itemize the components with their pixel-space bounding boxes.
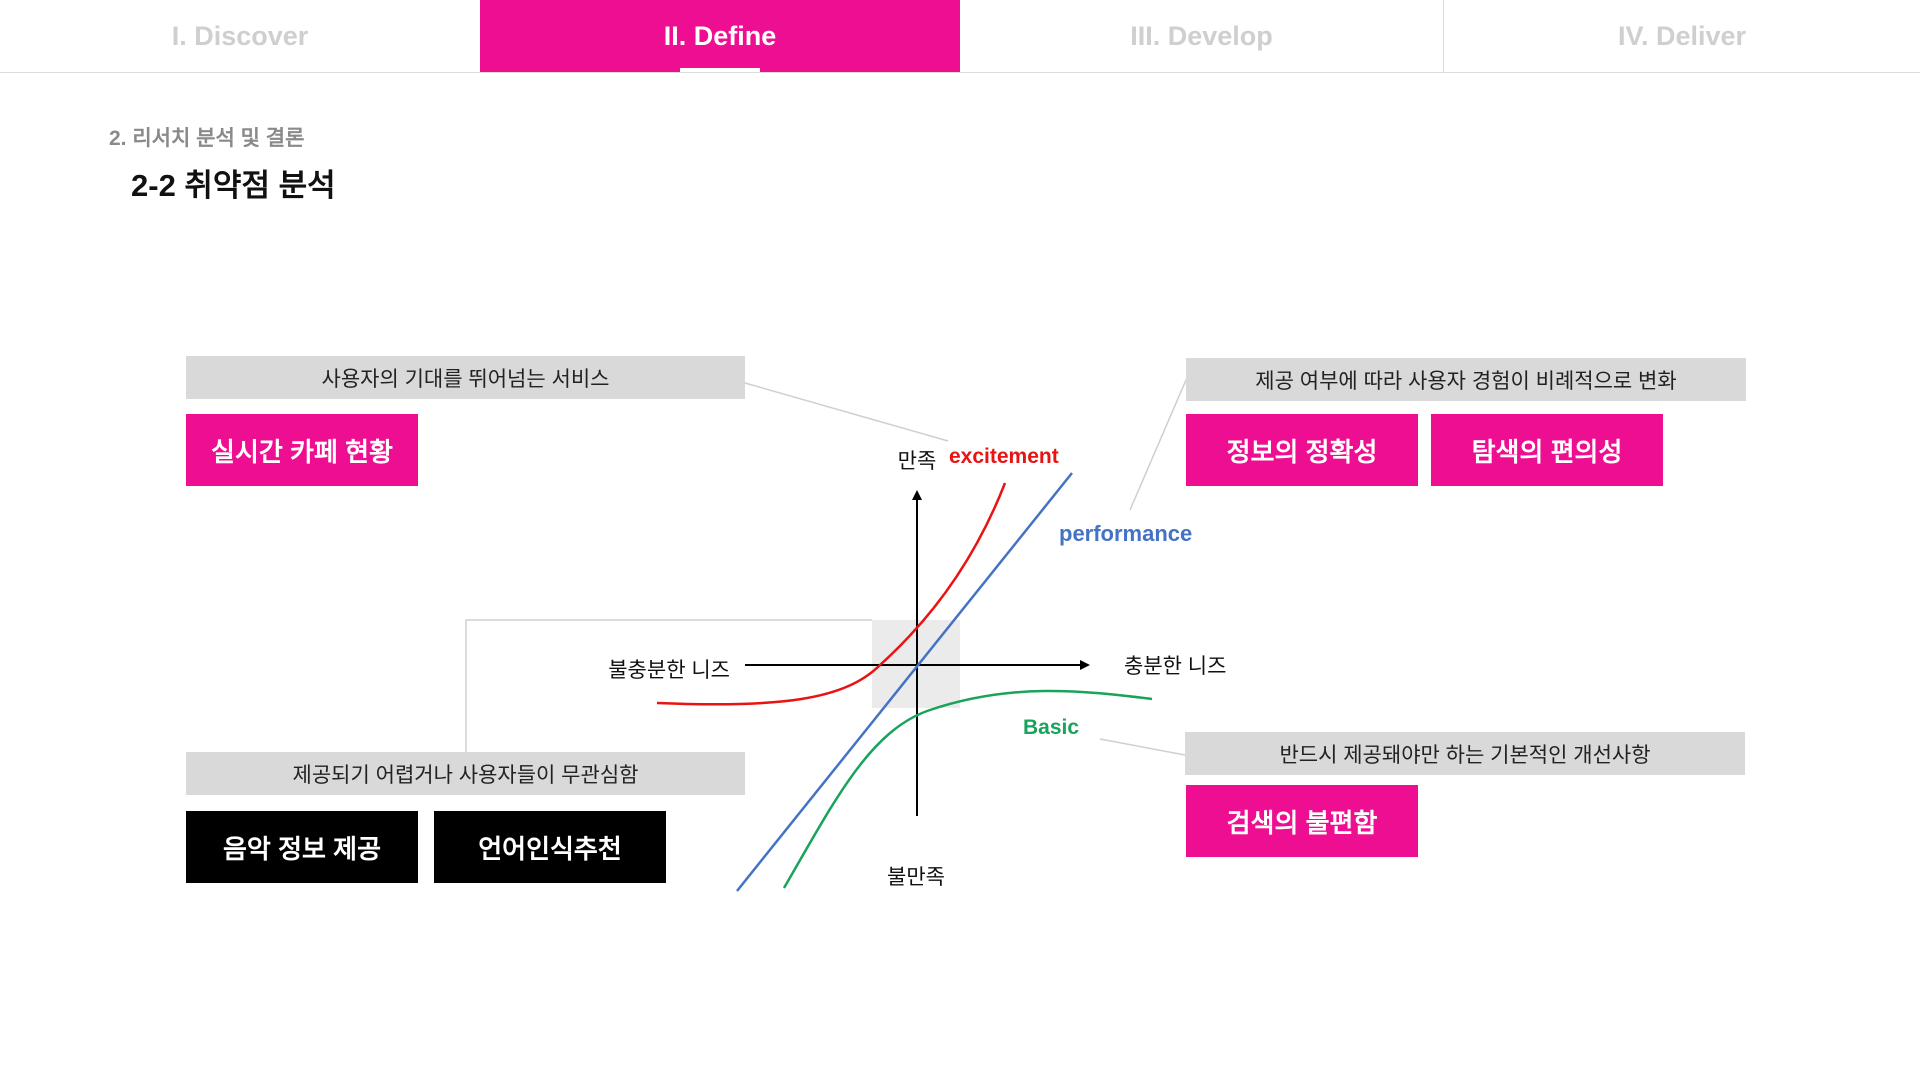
tab-discover[interactable]: I. Discover	[0, 0, 480, 72]
excitement-caption: 사용자의 기대를 뛰어넘는 서비스	[186, 356, 745, 399]
excitement-connector	[744, 382, 949, 442]
tag-voice-recommendation: 언어인식추천	[434, 811, 666, 883]
tab-label: II. Define	[663, 20, 777, 51]
basic-curve	[782, 689, 1153, 889]
active-tab-indicator	[680, 68, 760, 72]
tag-music-info: 음악 정보 제공	[186, 811, 418, 883]
axis-label-insufficient-needs: 불충분한 니즈	[608, 659, 730, 682]
basic-connector	[1099, 738, 1186, 756]
tab-define[interactable]: II. Define	[480, 0, 960, 72]
axis-label-dissatisfied: 불만족	[887, 866, 945, 889]
tab-label: III. Develop	[1130, 20, 1273, 51]
excitement-curve	[656, 482, 1007, 706]
indifferent-connector	[465, 619, 872, 752]
basic-caption: 반드시 제공돼야만 하는 기본적인 개선사항	[1185, 732, 1745, 775]
tab-deliver[interactable]: IV. Deliver	[1443, 0, 1920, 72]
performance-label: performance	[1059, 521, 1192, 546]
tag-search-inconvenience: 검색의 불편함	[1186, 785, 1418, 857]
tab-label: IV. Deliver	[1617, 20, 1747, 51]
tag-search-convenience: 탐색의 편의성	[1431, 414, 1663, 486]
indifferent-caption: 제공되기 어렵거나 사용자들이 무관심함	[186, 752, 745, 795]
excitement-label: excitement	[949, 445, 1059, 468]
section-subtitle: 2. 리서치 분석 및 결론	[109, 127, 305, 150]
tab-label: I. Discover	[171, 20, 309, 51]
axis-label-sufficient-needs: 충분한 니즈	[1124, 655, 1226, 678]
basic-label: Basic	[1023, 716, 1079, 739]
tab-develop[interactable]: III. Develop	[960, 0, 1443, 72]
page-title: 2-2 취약점 분석	[131, 168, 336, 203]
performance-caption: 제공 여부에 따라 사용자 경험이 비례적으로 변화	[1186, 358, 1746, 401]
performance-connector	[1129, 379, 1187, 511]
performance-curve	[736, 472, 1073, 892]
axis-label-satisfied: 만족	[898, 450, 937, 473]
tag-realtime-cafe-status: 실시간 카페 현황	[186, 414, 418, 486]
phase-tabs: I. Discover II. Define III. Develop IV. …	[0, 0, 1920, 73]
tag-information-accuracy: 정보의 정확성	[1186, 414, 1418, 486]
